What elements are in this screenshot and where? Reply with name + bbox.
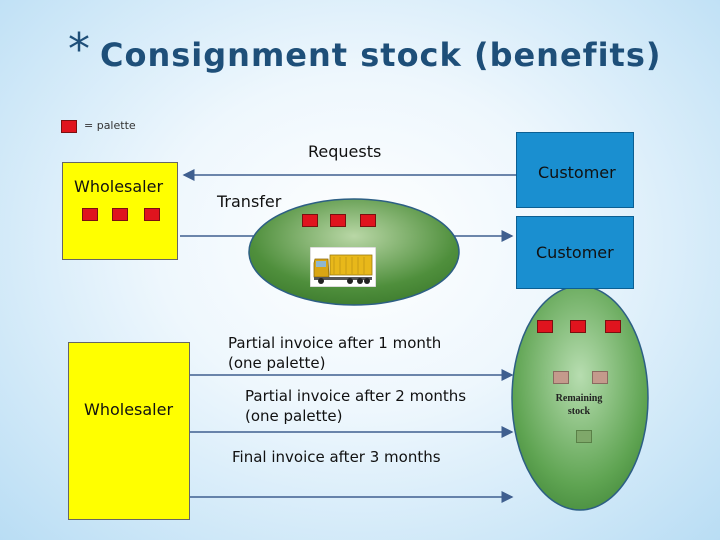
palette-icon: [537, 320, 553, 333]
invoice1-line2: (one palette): [228, 354, 326, 372]
remaining-line1: Remaining: [555, 393, 603, 404]
palette-icon: [302, 214, 318, 227]
transfer-label: Transfer: [217, 192, 282, 211]
palette-icon: [330, 214, 346, 227]
palette-icon: [112, 208, 128, 221]
invoice3-label: Final invoice after 3 months: [232, 448, 441, 466]
palette-icon: [144, 208, 160, 221]
customer-box-top: [516, 132, 634, 208]
wholesaler-label-bottom: Wholesaler: [84, 400, 174, 419]
invoice2-label: Partial invoice after 2 months (one pale…: [245, 386, 466, 426]
legend-label: = palette: [84, 119, 136, 132]
faded-palette-icon: [576, 430, 592, 443]
wholesaler-label-top: Wholesaler: [74, 177, 164, 196]
palette-icon: [360, 214, 376, 227]
requests-label: Requests: [308, 142, 382, 161]
truck-icon: [310, 247, 376, 287]
invoice1-label: Partial invoice after 1 month (one palet…: [228, 333, 441, 373]
remaining-line2: stock: [567, 406, 591, 417]
customer-label-bottom: Customer: [536, 243, 614, 262]
wholesaler-box-bottom: [68, 342, 190, 520]
palette-icon: [570, 320, 586, 333]
invoice2-line2: (one palette): [245, 407, 343, 425]
palette-icon: [605, 320, 621, 333]
palette-legend-icon: [61, 120, 77, 133]
remaining-stock-label: Remaining stock: [540, 392, 618, 418]
invoice2-line1: Partial invoice after 2 months: [245, 387, 467, 405]
title-bullet: *: [68, 24, 90, 75]
faded-palette-icon: [553, 371, 569, 384]
customer-label-top: Customer: [538, 163, 616, 182]
faded-palette-icon: [592, 371, 608, 384]
palette-icon: [82, 208, 98, 221]
page-title: Consignment stock (benefits): [100, 36, 662, 74]
invoice1-line1: Partial invoice after 1 month: [228, 334, 442, 352]
customer-box-bottom: [516, 216, 634, 289]
